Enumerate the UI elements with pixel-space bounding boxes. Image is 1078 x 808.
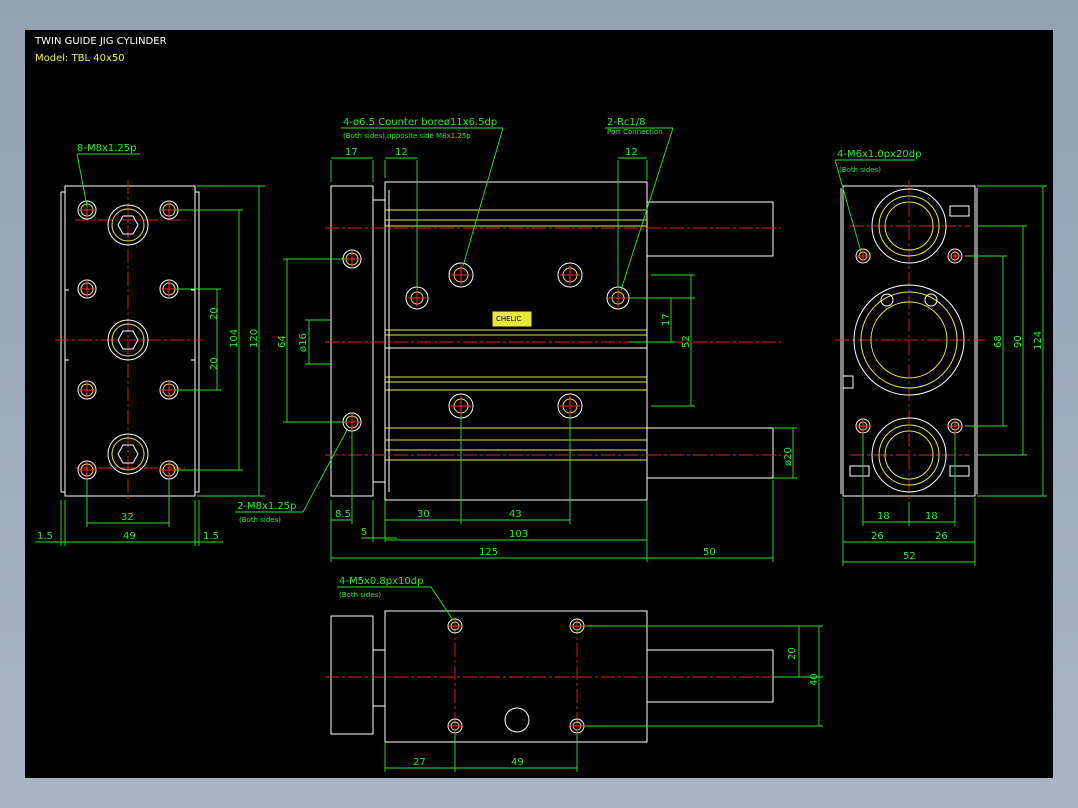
dim-right-26b: 26 (935, 531, 948, 542)
dim-front-8-5: 8.5 (335, 509, 351, 520)
dim-left-20b: 20 (209, 357, 220, 370)
dim-left-1-5a: 1.5 (37, 531, 53, 542)
bottom-view: 4-M5x0.8px10dp (Both sides) 20 40 27 49 (325, 576, 823, 772)
dim-right-68: 68 (993, 335, 1004, 348)
dim-front-5: 5 (361, 527, 367, 538)
brand-label: CHELIC (496, 315, 522, 323)
callout-left-holes: 8-M8x1.25p (77, 143, 137, 154)
dim-right-18a: 18 (877, 511, 890, 522)
dim-front-125: 125 (479, 547, 498, 558)
dim-bottom-49: 49 (511, 757, 524, 768)
dim-right-124: 124 (1033, 331, 1044, 350)
dim-front-20: ø20 (783, 447, 794, 466)
dim-front-16: ø16 (298, 333, 309, 352)
dim-right-18b: 18 (925, 511, 938, 522)
left-end-view: 8-M8x1.25p 20 20 104 120 32 49 1.5 1.5 (35, 143, 265, 546)
callout-top-holes-sub: (Both sides),opposite side M8x1.25p (343, 132, 471, 140)
callout-port: 2-Rc1/8 (607, 117, 646, 128)
callout-right-holes-sub: (Both sides) (839, 166, 881, 174)
dim-front-43: 43 (509, 509, 522, 520)
front-view: CHELIC 4-ø6.5 Counter boreø11x6.5dp (Bot… (235, 117, 797, 562)
dim-right-52: 52 (903, 551, 916, 562)
dim-left-49: 49 (123, 531, 136, 542)
dim-left-1-5b: 1.5 (203, 531, 219, 542)
dim-left-20a: 20 (209, 307, 220, 320)
dim-front-12a: 12 (395, 147, 408, 158)
dim-front-64: 64 (277, 335, 288, 348)
dim-right-90: 90 (1013, 335, 1024, 348)
dim-front-17b: 17 (661, 313, 672, 326)
dim-left-120: 120 (249, 329, 260, 348)
cad-viewport[interactable]: TWIN GUIDE JIG CYLINDER Model: TBL 40x50 (25, 30, 1053, 778)
dim-right-26a: 26 (871, 531, 884, 542)
callout-top-holes: 4-ø6.5 Counter boreø11x6.5dp (343, 117, 497, 128)
dim-bottom-27: 27 (413, 757, 426, 768)
technical-drawing: TWIN GUIDE JIG CYLINDER Model: TBL 40x50 (34, 36, 1047, 772)
dim-left-32: 32 (121, 512, 134, 523)
callout-bottom-holes: 4-M5x0.8px10dp (339, 576, 423, 587)
model-label: Model: TBL 40x50 (35, 53, 125, 64)
callout-bottom-holes-sub: (Both sides) (339, 591, 381, 599)
drawing-title: TWIN GUIDE JIG CYLINDER (34, 36, 167, 47)
dim-front-17: 17 (345, 147, 358, 158)
dim-front-50: 50 (703, 547, 716, 558)
callout-port-sub: Port Connection (607, 128, 663, 136)
dim-left-104: 104 (229, 329, 240, 348)
dim-front-103: 103 (509, 529, 528, 540)
callout-side-holes: 2-M8x1.25p (237, 501, 297, 512)
dim-front-12b: 12 (625, 147, 638, 158)
dim-bottom-40: 40 (809, 673, 820, 686)
right-end-view: 4-M6x1.0px20dp (Both sides) 68 90 124 18… (834, 149, 1047, 566)
dim-front-30: 30 (417, 509, 430, 520)
dim-bottom-20: 20 (787, 647, 798, 660)
dim-front-52: 52 (681, 335, 692, 348)
callout-side-holes-sub: (Both sides) (239, 516, 281, 524)
callout-right-holes: 4-M6x1.0px20dp (837, 149, 921, 160)
